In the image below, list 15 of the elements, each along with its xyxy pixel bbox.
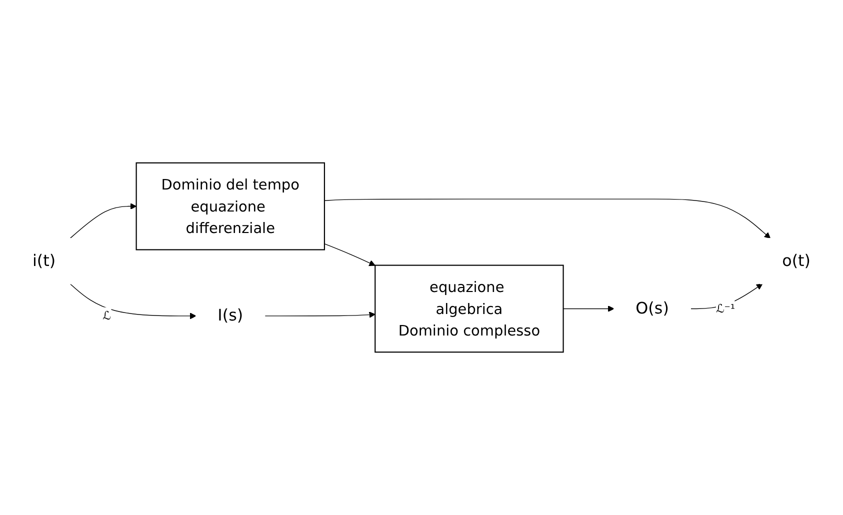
node-text: o(t): [782, 252, 810, 270]
arrow: [70, 284, 196, 320]
arrow: [690, 284, 763, 310]
arrow: [324, 243, 376, 266]
arrow: [264, 312, 376, 318]
edge-label: ℒ⁻¹: [716, 301, 736, 316]
node-box: equazione algebrica Dominio complesso: [374, 264, 564, 353]
arrow: [324, 198, 771, 239]
node-text: O(s): [636, 300, 669, 318]
node-text: i(t): [32, 252, 56, 270]
edge-label: ℒ: [102, 308, 111, 322]
node-box: Dominio del tempo equazione differenziale: [136, 162, 325, 250]
arrow: [70, 203, 137, 239]
arrow: [562, 306, 614, 312]
node-text: I(s): [218, 306, 244, 325]
